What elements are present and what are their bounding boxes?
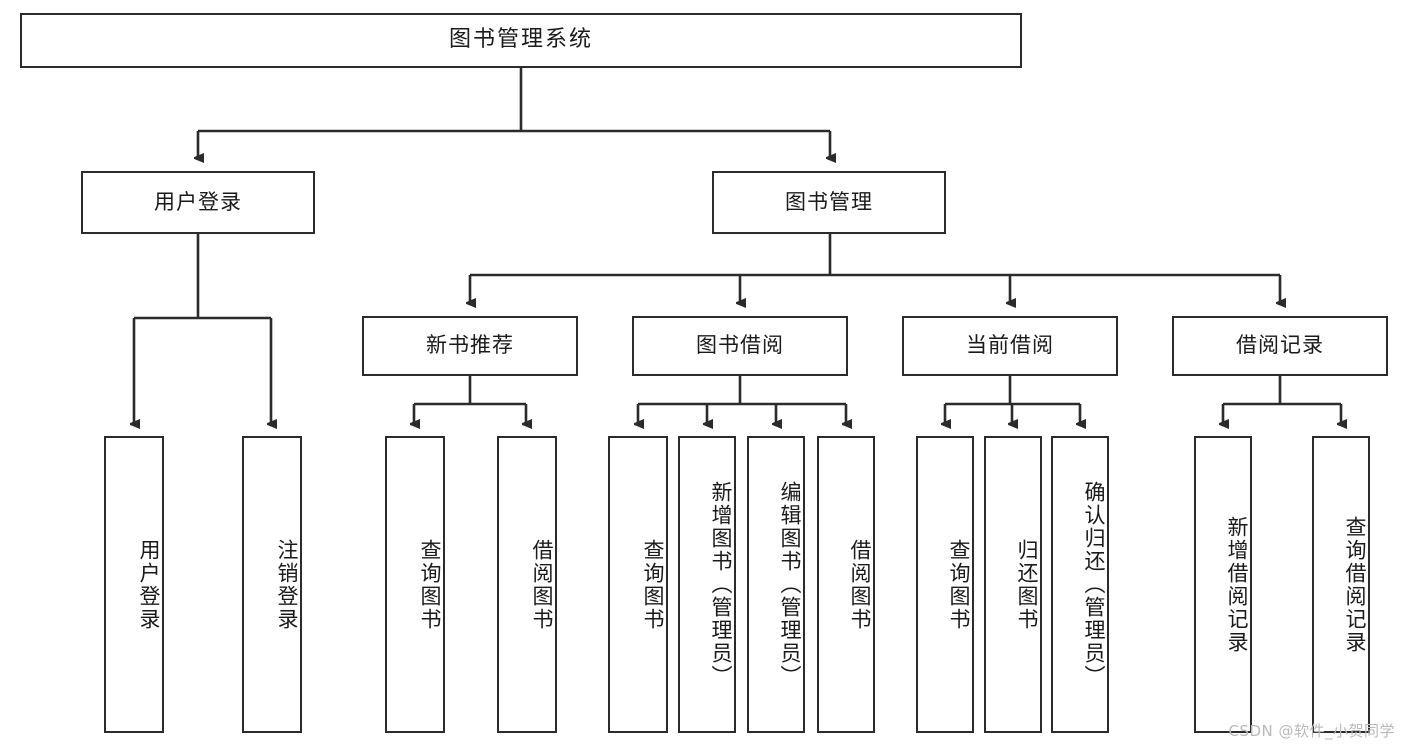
- leaf-records-query[interactable]: 查询借阅记录: [1312, 436, 1370, 733]
- leaf-current-borrow-confirm[interactable]: 确认归还（管理员）: [1051, 436, 1109, 733]
- leaf-label: 新增借阅记录: [1225, 515, 1249, 654]
- leaf-current-borrow-query[interactable]: 查询图书: [916, 436, 974, 733]
- leaf-label: 查询图书: [418, 538, 442, 631]
- node-book-management[interactable]: 图书管理: [712, 171, 946, 234]
- leaf-book-borrow-edit[interactable]: 编辑图书（管理员）: [747, 436, 805, 733]
- leaf-current-borrow-return[interactable]: 归还图书: [984, 436, 1042, 733]
- leaf-user-login-login[interactable]: 用户登录: [104, 436, 164, 733]
- leaf-label: 新增图书（管理员）: [709, 481, 733, 688]
- leaf-label: 借阅图书: [530, 538, 554, 631]
- csdn-watermark: CSDN @软件_小贺同学: [1228, 722, 1395, 740]
- leaf-label: 注销登录: [275, 538, 299, 631]
- node-borrow-records[interactable]: 借阅记录: [1172, 316, 1388, 376]
- node-book-borrow[interactable]: 图书借阅: [632, 316, 848, 376]
- node-new-book-recommend[interactable]: 新书推荐: [362, 316, 578, 376]
- node-root-system[interactable]: 图书管理系统: [20, 13, 1022, 68]
- node-user-login[interactable]: 用户登录: [81, 171, 315, 234]
- leaf-new-books-query[interactable]: 查询图书: [385, 436, 445, 733]
- leaf-book-borrow-borrow[interactable]: 借阅图书: [817, 436, 875, 733]
- leaf-label: 查询借阅记录: [1343, 515, 1367, 654]
- leaf-label: 用户登录: [137, 538, 161, 631]
- leaf-label: 查询图书: [947, 538, 971, 631]
- leaf-user-login-logout[interactable]: 注销登录: [242, 436, 302, 733]
- leaf-new-books-borrow[interactable]: 借阅图书: [497, 436, 557, 733]
- leaf-label: 确认归还（管理员）: [1082, 481, 1106, 688]
- leaf-book-borrow-add[interactable]: 新增图书（管理员）: [678, 436, 736, 733]
- node-current-borrow[interactable]: 当前借阅: [902, 316, 1118, 376]
- leaf-records-add[interactable]: 新增借阅记录: [1194, 436, 1252, 733]
- leaf-book-borrow-query[interactable]: 查询图书: [608, 436, 668, 733]
- leaf-label: 编辑图书（管理员）: [778, 481, 802, 688]
- leaf-label: 借阅图书: [848, 538, 872, 631]
- leaf-label: 查询图书: [641, 538, 665, 631]
- leaf-label: 归还图书: [1015, 538, 1039, 631]
